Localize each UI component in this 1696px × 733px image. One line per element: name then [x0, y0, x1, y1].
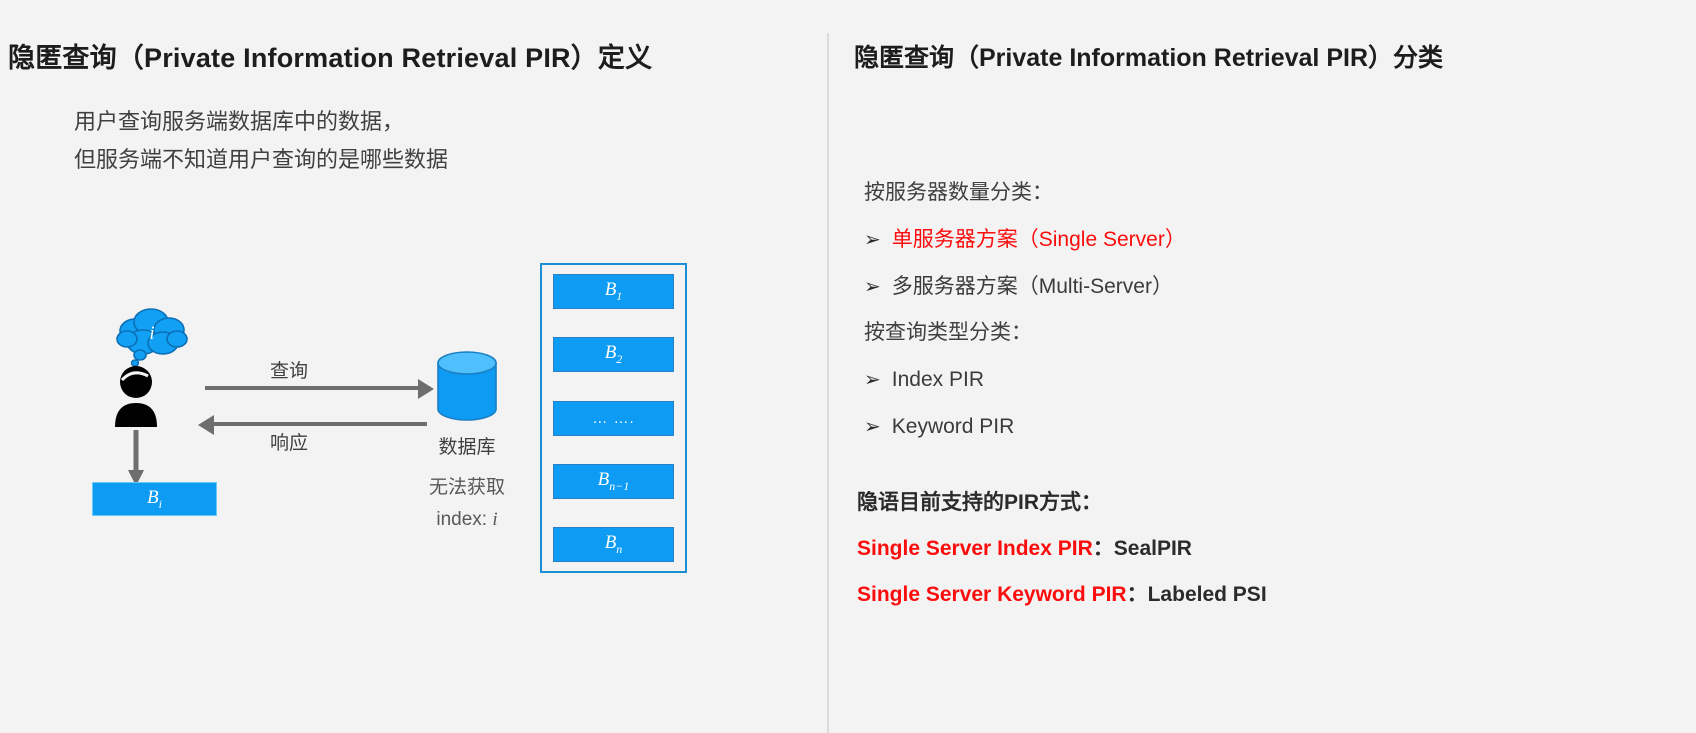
arrow-bullet-icon: ➢: [864, 227, 881, 251]
list-item-label: Keyword PIR: [891, 415, 1015, 438]
response-arrow-label: 响应: [270, 433, 309, 454]
support-row-value: SealPIR: [1113, 537, 1192, 560]
right-panel: 隐匿查询（Private Information Retrieval PIR）分…: [827, 0, 1696, 733]
database-note-line1: 无法获取: [428, 477, 505, 498]
support-heading: 隐语目前支持的PIR方式：: [857, 491, 1103, 514]
user-icon: [111, 365, 161, 427]
section-heading-server-count: 按服务器数量分类：: [864, 181, 1053, 204]
user-to-result-arrow: [128, 430, 144, 486]
support-row-separator: ：: [1126, 583, 1148, 606]
database-block-label: B2: [604, 342, 623, 367]
query-arrow-line: [205, 386, 427, 390]
list-item-single-server: ➢ 单服务器方案（Single Server）: [827, 216, 1696, 263]
right-panel-title: 隐匿查询（Private Information Retrieval PIR）分…: [854, 44, 1444, 72]
list-item-label: Index PIR: [891, 368, 984, 391]
arrow-bullet-icon: ➢: [864, 274, 881, 298]
thought-cloud-icon: i: [113, 305, 191, 371]
left-panel: 隐匿查询（Private Information Retrieval PIR）定…: [0, 0, 827, 733]
database-block-label: Bn: [604, 532, 623, 556]
database-block: Bn−1: [553, 463, 674, 499]
classification-content: 按服务器数量分类： ➢ 单服务器方案（Single Server） ➢ 多服务器…: [827, 170, 1696, 618]
arrow-bullet-icon: ➢: [864, 414, 881, 438]
list-item-label: 单服务器方案（Single Server）: [891, 228, 1186, 251]
database-block: … ….: [553, 400, 674, 436]
database-block-label: B1: [604, 279, 623, 303]
database-block-list: B1 B2 … …. Bn−1 Bn: [540, 263, 687, 573]
database-note-line2: index: i: [436, 509, 498, 530]
pir-flow-diagram: i Bi 查询: [0, 240, 827, 600]
database-block: Bn: [553, 527, 674, 562]
thought-cloud-label: i: [149, 323, 155, 344]
list-item-label: 多服务器方案（Multi-Server）: [891, 275, 1173, 298]
database-block: B2: [553, 337, 674, 373]
response-arrow-head: [198, 415, 214, 435]
database-block-label: … ….: [592, 409, 635, 427]
database-label: 数据库: [438, 437, 496, 458]
database-block-label: Bn−1: [597, 468, 630, 493]
support-row-name: Single Server Keyword PIR: [857, 583, 1127, 606]
response-arrow-line: [205, 422, 427, 426]
support-row-separator: ：: [1092, 537, 1114, 560]
database-icon: [435, 350, 499, 422]
database-note: 无法获取 index: i: [403, 472, 531, 536]
support-row-keyword-pir: Single Server Keyword PIR：Labeled PSI: [827, 572, 1696, 618]
user-result-block: Bi: [92, 482, 217, 516]
arrow-bullet-icon: ➢: [864, 367, 881, 391]
database-block: B1: [553, 274, 674, 309]
list-item-multi-server: ➢ 多服务器方案（Multi-Server）: [827, 263, 1696, 310]
panel-divider: [827, 33, 829, 733]
spacer: [827, 450, 1696, 480]
support-row-value: Labeled PSI: [1147, 583, 1267, 606]
query-arrow-head: [418, 379, 434, 399]
left-panel-description: 用户查询服务端数据库中的数据， 但服务端不知道用户查询的是哪些数据: [74, 109, 449, 172]
support-row-name: Single Server Index PIR: [857, 537, 1093, 560]
section-heading-query-type: 按查询类型分类：: [864, 321, 1032, 344]
user-result-label: Bi: [147, 486, 162, 511]
left-panel-title: 隐匿查询（Private Information Retrieval PIR）定…: [8, 43, 653, 73]
support-row-index-pir: Single Server Index PIR：SealPIR: [827, 526, 1696, 572]
query-arrow-label: 查询: [270, 361, 309, 382]
list-item-keyword-pir: ➢ Keyword PIR: [827, 403, 1696, 450]
list-item-index-pir: ➢ Index PIR: [827, 356, 1696, 403]
